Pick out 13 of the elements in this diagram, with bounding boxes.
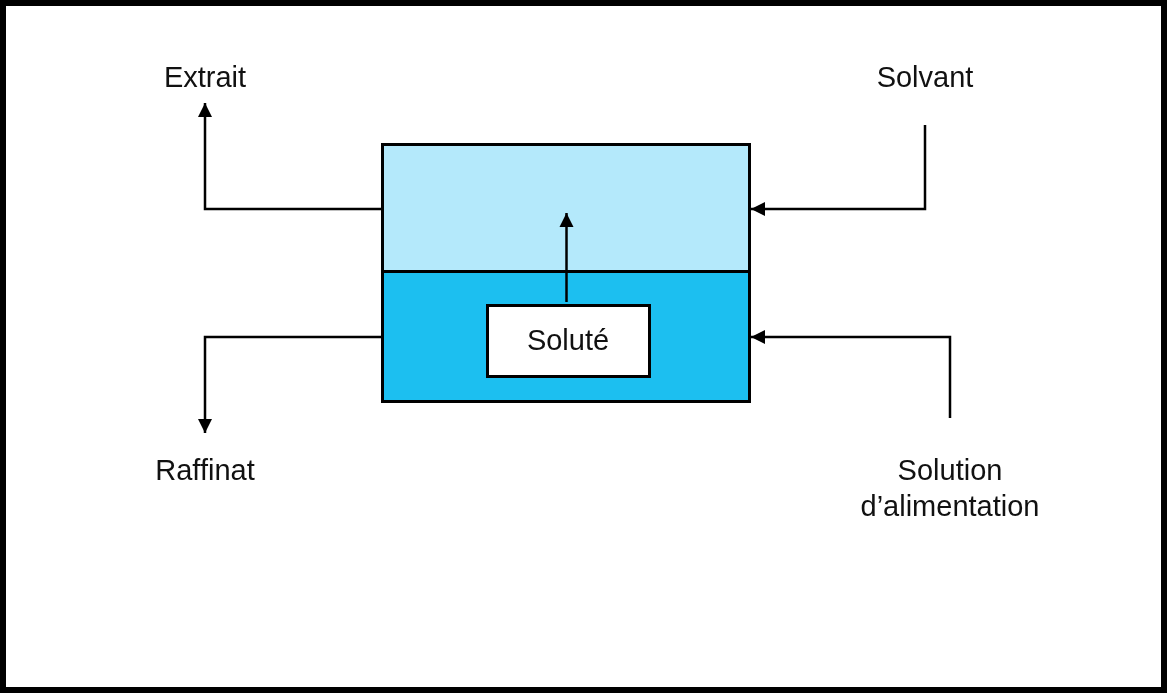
upper-phase-box bbox=[381, 143, 751, 273]
flow-arrow bbox=[751, 330, 952, 418]
stream-label: Solvant bbox=[876, 59, 974, 95]
flow-arrow bbox=[198, 335, 381, 433]
stream-label: Raffinat bbox=[155, 452, 255, 488]
box-label: Soluté bbox=[526, 323, 610, 359]
stream-label: Solution d’alimentation bbox=[859, 452, 1041, 524]
flow-arrow bbox=[198, 103, 381, 211]
stream-label: Extrait bbox=[163, 59, 247, 95]
flow-arrow bbox=[559, 213, 574, 302]
solute-box bbox=[485, 303, 651, 378]
flow-arrow bbox=[751, 125, 927, 216]
lower-phase-box bbox=[381, 270, 751, 403]
